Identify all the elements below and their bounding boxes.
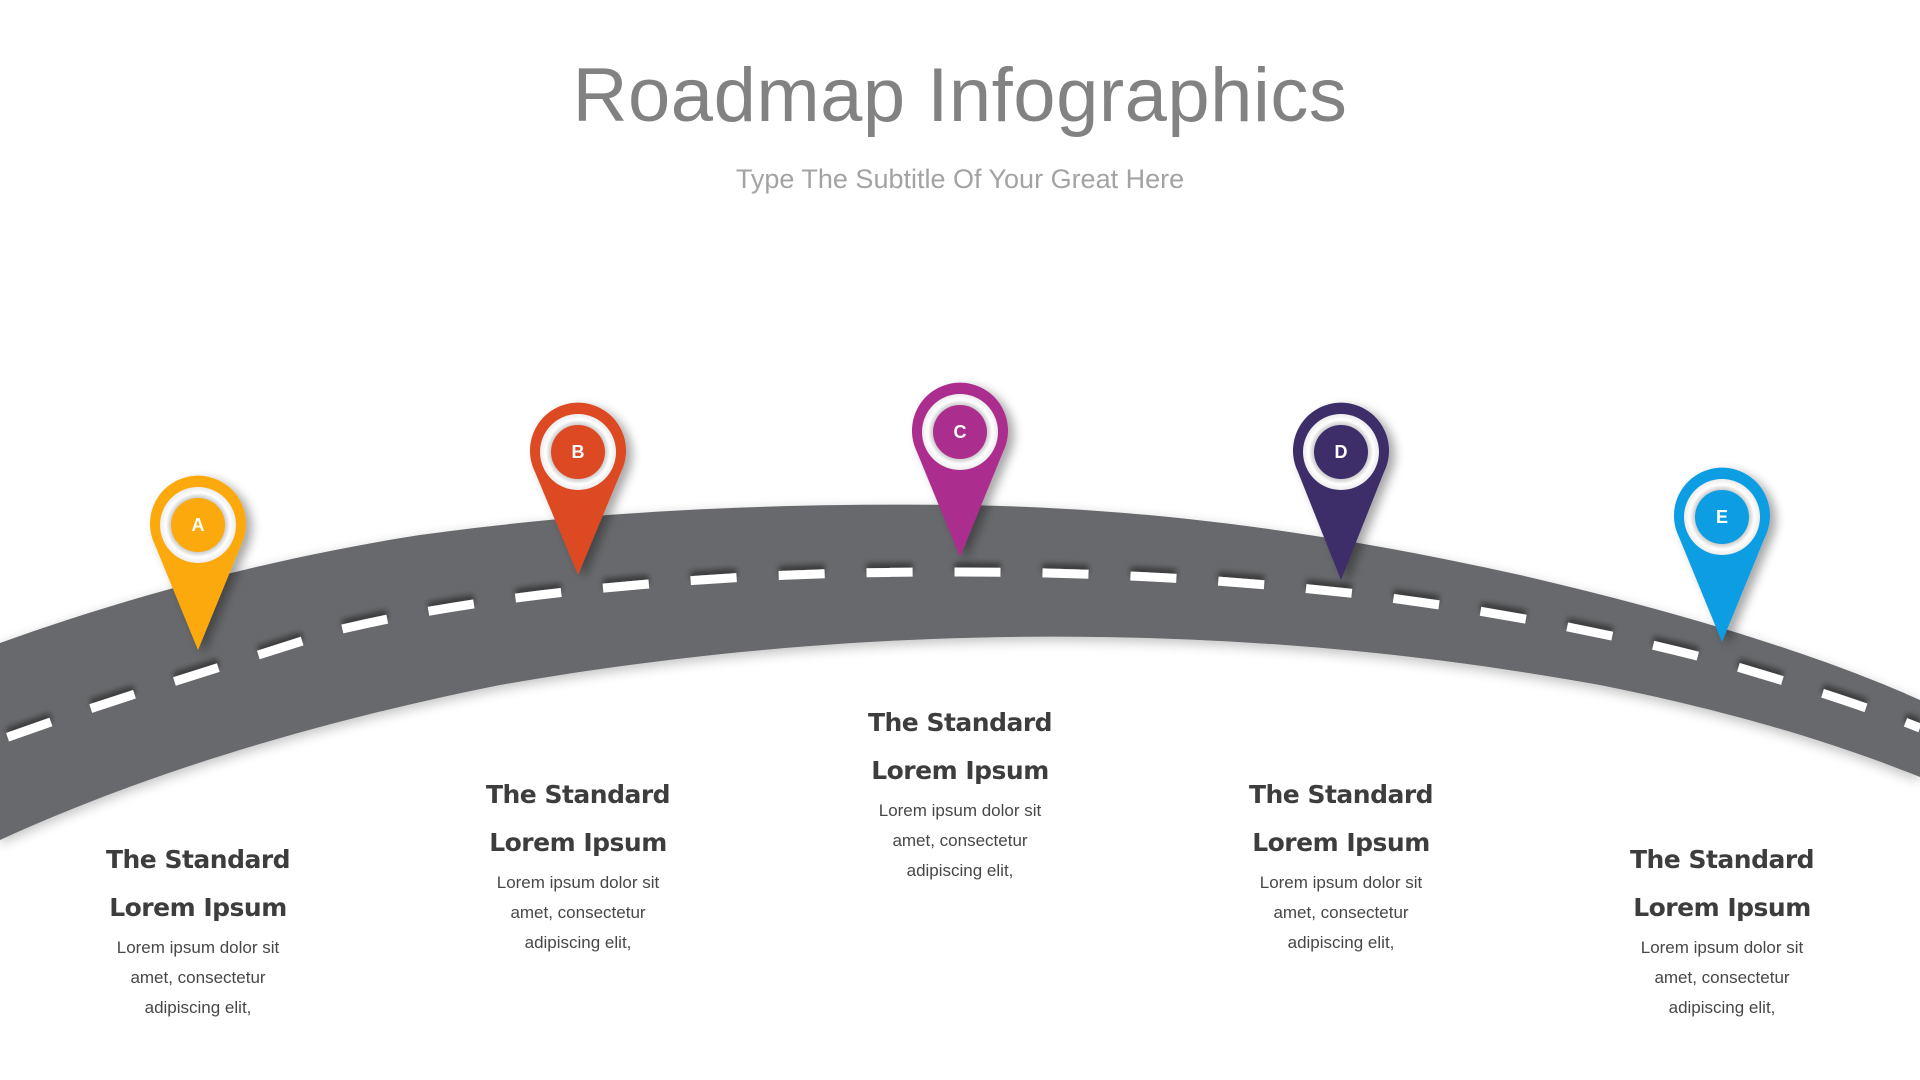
milestone-d-body-line3: adipiscing elit, [1287, 933, 1395, 952]
pin-d-letter: D [1335, 442, 1348, 462]
pin-a[interactable]: A [150, 475, 247, 650]
pin-e-badge [1695, 490, 1749, 544]
milestone-a-title-line1: The Standard [105, 845, 291, 874]
milestone-c-text: The Standard Lorem Ipsum Lorem ipsum dol… [830, 699, 1090, 885]
milestone-a-body-line2: amet, consectetur [130, 968, 266, 987]
milestone-b-body-line1: Lorem ipsum dolor sit [496, 873, 660, 892]
milestone-c-body-line1: Lorem ipsum dolor sit [878, 801, 1042, 820]
milestone-c-body-line3: adipiscing elit, [906, 861, 1014, 880]
pin-d[interactable]: D [1293, 402, 1389, 580]
milestone-b-text: The Standard Lorem Ipsum Lorem ipsum dol… [448, 771, 708, 957]
milestone-e-body-line1: Lorem ipsum dolor sit [1640, 938, 1804, 957]
page-title: Roadmap Infographics [572, 53, 1348, 138]
milestone-b-title-line2: Lorem Ipsum [489, 828, 667, 857]
pin-a-badge [171, 498, 225, 552]
milestone-e-body-line2: amet, consectetur [1654, 968, 1790, 987]
milestone-a-body-line3: adipiscing elit, [144, 998, 252, 1017]
milestone-b-title-line1: The Standard [485, 780, 671, 809]
milestone-d-title-line2: Lorem Ipsum [1252, 828, 1430, 857]
milestone-d-text: The Standard Lorem Ipsum Lorem ipsum dol… [1211, 771, 1471, 957]
milestone-d-title-line1: The Standard [1248, 780, 1434, 809]
pin-a-letter: A [192, 515, 205, 535]
pin-e[interactable]: E [1673, 467, 1770, 642]
pin-c[interactable]: C [912, 382, 1008, 557]
pin-b-badge [551, 425, 605, 479]
milestone-d-body-line2: amet, consectetur [1273, 903, 1409, 922]
pin-e-letter: E [1716, 507, 1728, 527]
milestone-e-title-line2: Lorem Ipsum [1633, 893, 1811, 922]
milestone-b-body-line3: adipiscing elit, [524, 933, 632, 952]
milestone-a-body-line1: Lorem ipsum dolor sit [116, 938, 280, 957]
milestone-c-body-line2: amet, consectetur [892, 831, 1028, 850]
milestone-e-body-line3: adipiscing elit, [1668, 998, 1776, 1017]
pin-c-badge [933, 405, 987, 459]
pin-d-badge [1314, 425, 1368, 479]
road [0, 504, 1920, 840]
road-center-line [0, 567, 1920, 745]
pin-b-letter: B [572, 442, 585, 462]
milestone-a-title-line2: Lorem Ipsum [109, 893, 287, 922]
pin-b[interactable]: B [530, 402, 627, 575]
milestone-b-body-line2: amet, consectetur [510, 903, 646, 922]
milestone-e-text: The Standard Lorem Ipsum Lorem ipsum dol… [1592, 836, 1852, 1022]
page-subtitle: Type The Subtitle Of Your Great Here [735, 164, 1185, 194]
milestone-c-title-line1: The Standard [867, 708, 1053, 737]
milestone-a-text: The Standard Lorem Ipsum Lorem ipsum dol… [68, 836, 328, 1022]
pin-c-letter: C [954, 422, 967, 442]
milestone-e-title-line1: The Standard [1629, 845, 1815, 874]
milestone-c-title-line2: Lorem Ipsum [871, 756, 1049, 785]
milestone-d-body-line1: Lorem ipsum dolor sit [1259, 873, 1423, 892]
